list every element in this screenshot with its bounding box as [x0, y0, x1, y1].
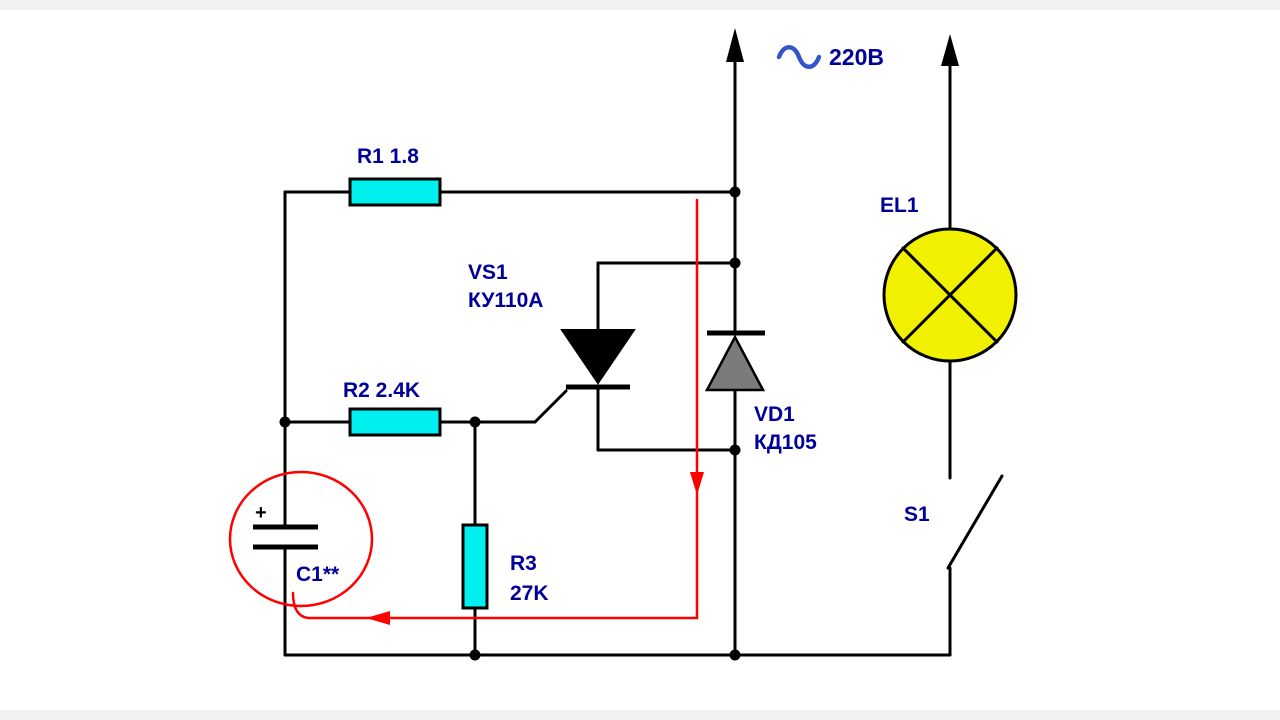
resistor-r2-body — [348, 407, 442, 437]
thyristor-vs1-triangle — [560, 329, 636, 385]
supply-arrow-main-icon — [726, 28, 744, 62]
ac-tilde-icon — [776, 45, 822, 69]
labels: R1 1.8 R2 2.4K R3 27K VS1 КУ110А VD1 КД1… — [255, 44, 930, 605]
letterbox-bottom — [0, 710, 1280, 720]
junction-dot — [729, 649, 741, 661]
current-path-line — [291, 198, 699, 620]
c1-highlight-circle — [228, 470, 374, 608]
junction-dot — [729, 186, 741, 198]
r3-ref-label: R3 — [510, 552, 537, 575]
current-path-annotation — [228, 198, 704, 625]
junction-dot — [729, 257, 741, 269]
supply-arrows — [726, 28, 959, 69]
r1-label: R1 1.8 — [357, 145, 419, 168]
vs1-ref-label: VS1 — [468, 261, 508, 284]
current-arrow-down-icon — [690, 472, 704, 495]
components — [253, 177, 1018, 610]
diode-vd1-triangle — [704, 334, 766, 392]
vd1-value-label: КД105 — [754, 431, 817, 454]
vs1-value-label: КУ110А — [468, 289, 543, 312]
current-arrow-left-icon — [366, 611, 390, 625]
s1-label: S1 — [904, 503, 930, 526]
r3-value-label: 27K — [510, 582, 549, 605]
letterbox-top — [0, 0, 1280, 10]
supply-arrow-lamp-icon — [941, 34, 959, 66]
el1-label: EL1 — [880, 194, 919, 217]
junction-dot — [469, 416, 481, 428]
c1-label: C1** — [296, 563, 340, 586]
vs1-gate-wire — [533, 389, 568, 424]
junction-dot — [279, 416, 291, 428]
r2-label: R2 2.4K — [343, 379, 420, 402]
supply-voltage-label: 220В — [829, 44, 884, 70]
switch-blade — [946, 474, 1004, 570]
junction-dot — [729, 444, 741, 456]
junction-dots — [279, 186, 741, 661]
resistor-r3-body — [461, 523, 489, 610]
lamp-el1-cross-2 — [901, 246, 999, 344]
c1-polarity-label: + — [255, 502, 267, 524]
junction-dot — [469, 649, 481, 661]
vd1-ref-label: VD1 — [754, 403, 795, 426]
resistor-r1-body — [348, 177, 442, 207]
